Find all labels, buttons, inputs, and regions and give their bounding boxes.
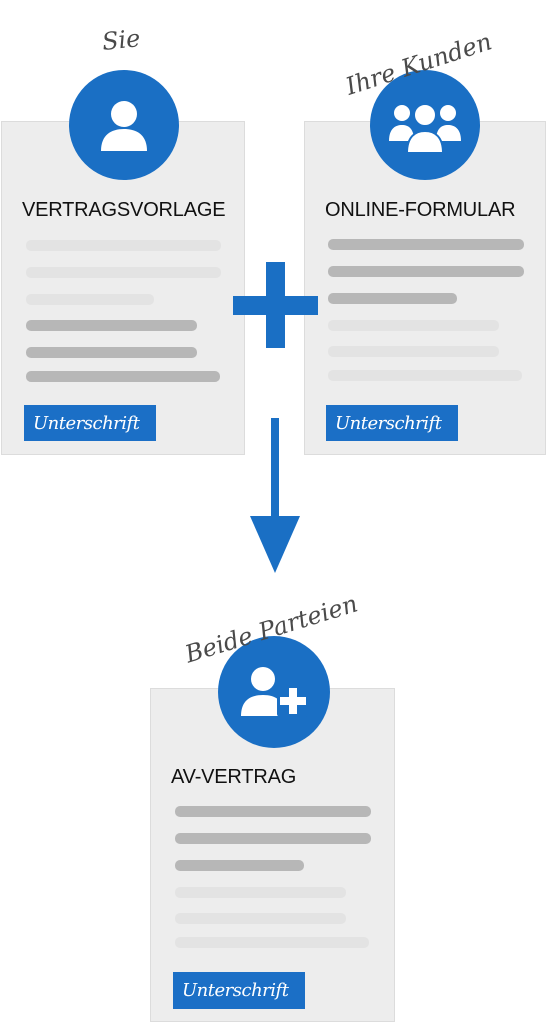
placeholder-line (175, 860, 304, 871)
placeholder-line (175, 913, 346, 924)
you-label: Sie (100, 24, 142, 56)
placeholder-line (175, 937, 369, 948)
placeholder-line (26, 371, 220, 382)
contract-sign-button[interactable]: Unterschrift (173, 972, 305, 1009)
form-card-title: ONLINE-FORMULAR (325, 199, 516, 221)
placeholder-line (328, 293, 457, 304)
placeholder-line (328, 346, 499, 357)
placeholder-line (328, 370, 522, 381)
placeholder-line (175, 806, 371, 817)
placeholder-line (26, 347, 197, 358)
plus-icon (233, 262, 318, 348)
placeholder-line (175, 833, 371, 844)
placeholder-line (26, 240, 221, 251)
placeholder-line (26, 294, 154, 305)
group-icon (389, 103, 461, 154)
placeholder-line (328, 266, 524, 277)
placeholder-line (26, 320, 197, 331)
user-avatar (69, 70, 179, 180)
user-add-icon (241, 667, 309, 717)
placeholder-line (328, 239, 524, 250)
both-parties-avatar (218, 636, 330, 748)
user-icon (101, 101, 147, 151)
placeholder-line (328, 320, 499, 331)
contract-card-title: AV-VERTRAG (171, 766, 297, 788)
arrow-down-icon (250, 418, 300, 573)
placeholder-line (26, 267, 221, 278)
template-card-title: VERTRAGSVORLAGE (22, 199, 226, 221)
placeholder-line (175, 887, 346, 898)
customers-avatar (370, 70, 480, 180)
form-sign-button[interactable]: Unterschrift (326, 405, 458, 441)
template-sign-button[interactable]: Unterschrift (24, 405, 156, 441)
